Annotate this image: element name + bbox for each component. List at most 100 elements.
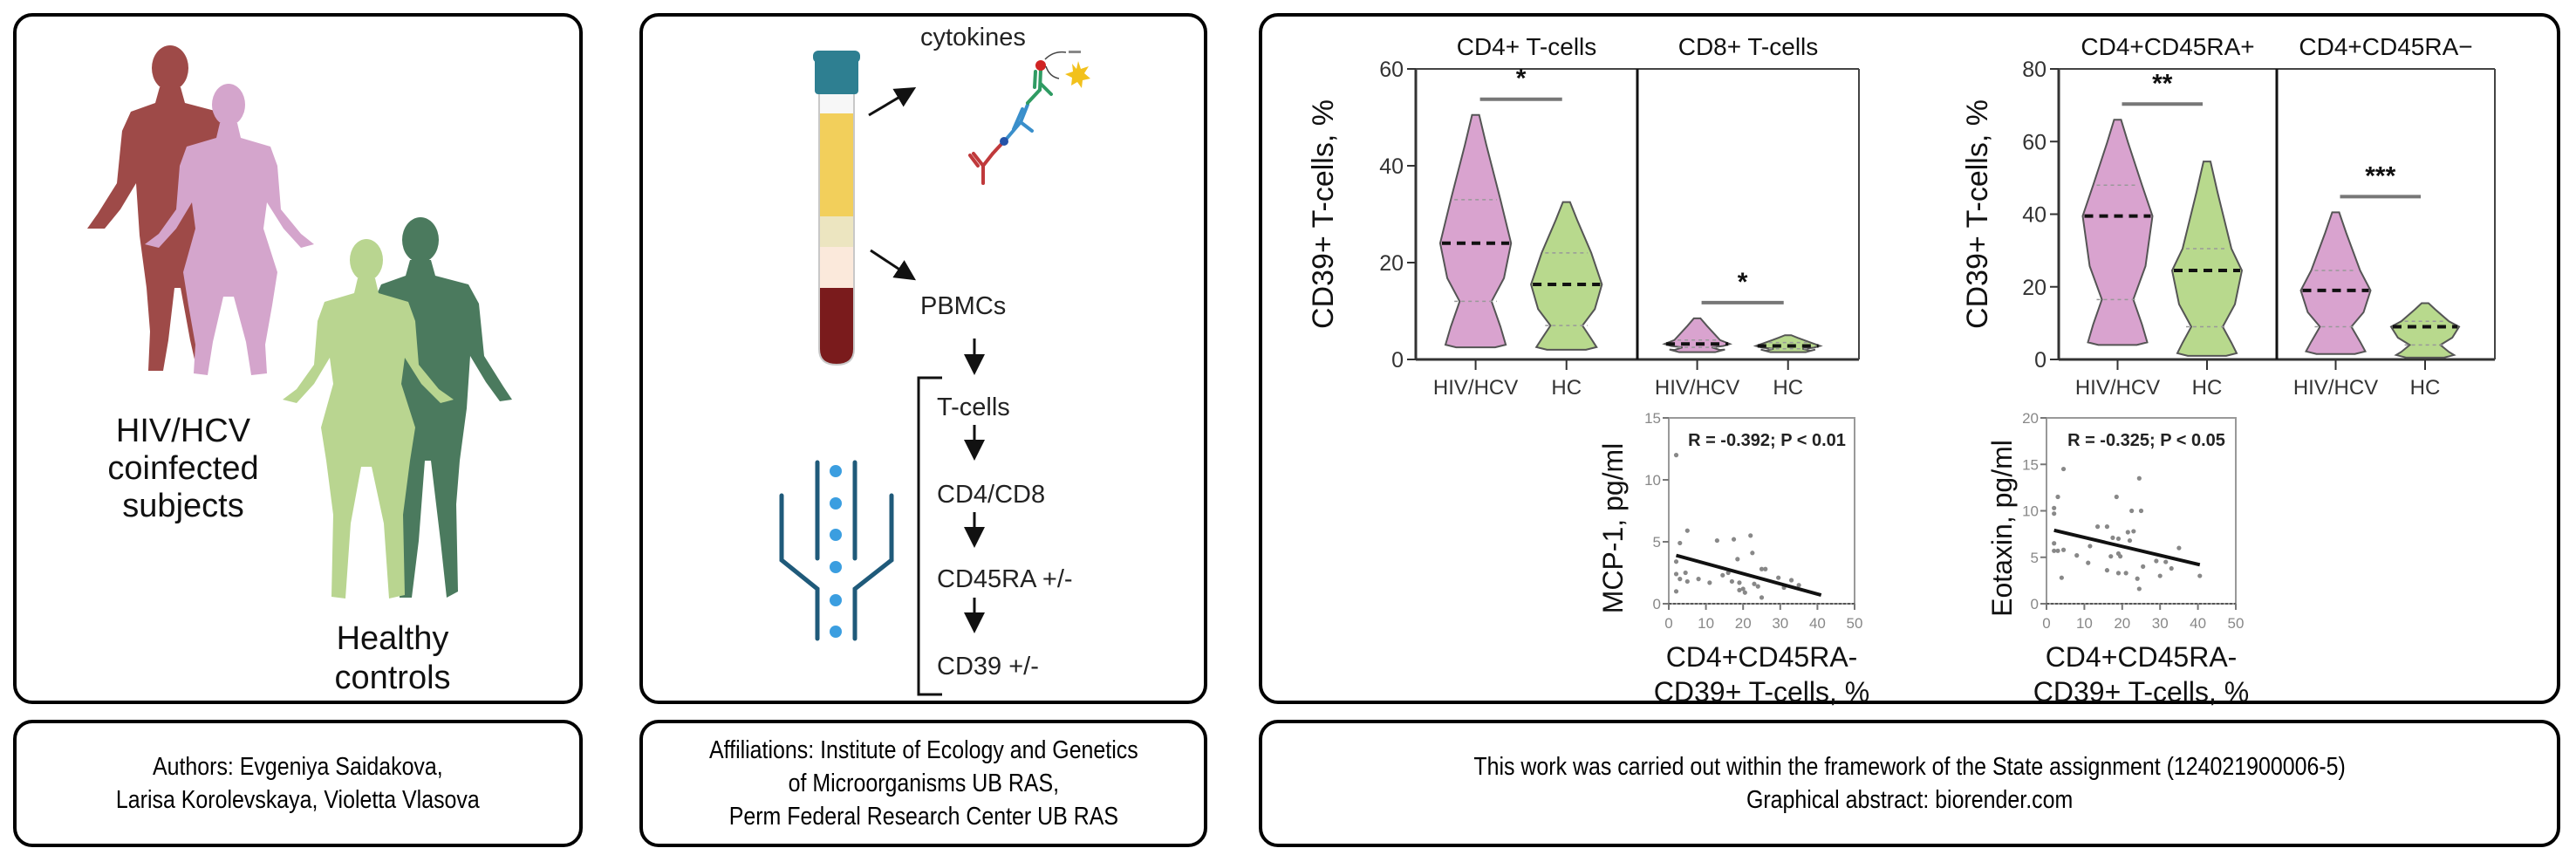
hiv-label-line1: HIV/HCV bbox=[116, 413, 251, 449]
gating-bracket bbox=[917, 376, 942, 696]
y-tick-label: 0 bbox=[1391, 348, 1404, 373]
x-tick-label: 30 bbox=[2152, 615, 2169, 632]
x-tick-label: 30 bbox=[1772, 615, 1788, 632]
data-point bbox=[2052, 511, 2057, 516]
data-point bbox=[1684, 528, 1690, 533]
data-point bbox=[2169, 565, 2174, 571]
y-tick-label: 80 bbox=[2022, 58, 2046, 82]
data-point bbox=[1707, 580, 1712, 585]
data-point bbox=[2055, 494, 2060, 500]
data-point bbox=[2157, 573, 2163, 578]
violin-hc bbox=[1753, 334, 1823, 353]
data-point bbox=[2114, 494, 2119, 500]
data-point bbox=[1750, 551, 1755, 556]
x-tick-label: 10 bbox=[1698, 615, 1714, 632]
x-tick-label: HIV/HCV bbox=[1655, 376, 1739, 400]
violin-hc bbox=[2389, 302, 2461, 359]
data-point bbox=[1729, 578, 1735, 585]
x-tick-label: 50 bbox=[1847, 615, 1863, 632]
data-point bbox=[2086, 560, 2091, 565]
significance-marker: *** bbox=[2365, 161, 2395, 190]
data-point bbox=[2163, 559, 2169, 564]
x-tick-label: HC bbox=[2192, 376, 2223, 400]
significance-marker: * bbox=[1516, 65, 1527, 93]
y-tick-label: 20 bbox=[2022, 410, 2039, 427]
step-label: CD39 +/- bbox=[937, 653, 1039, 681]
data-point bbox=[2094, 524, 2101, 530]
cell-dots-icon bbox=[830, 465, 842, 638]
authors-line: Larisa Korolevskaya, Violetta Vlasova bbox=[116, 786, 480, 814]
hc-female-figure-icon bbox=[283, 239, 454, 598]
data-point bbox=[1740, 586, 1746, 592]
data-point bbox=[1684, 578, 1690, 585]
data-point bbox=[2118, 554, 2123, 559]
x-tick-label: 10 bbox=[2076, 615, 2093, 632]
data-point bbox=[2136, 475, 2142, 481]
significance-marker: ** bbox=[2152, 69, 2173, 98]
data-point bbox=[2197, 573, 2203, 578]
y-tick-label: 5 bbox=[2031, 550, 2039, 566]
data-point bbox=[2135, 576, 2140, 581]
data-point bbox=[1776, 575, 1781, 580]
affiliations-line: Perm Federal Research Center UB RAS bbox=[728, 803, 1118, 831]
data-point bbox=[2115, 536, 2122, 542]
authors-box: Authors: Evgeniya Saidakova, Larisa Koro… bbox=[13, 720, 583, 847]
y-tick-label: 0 bbox=[1653, 596, 1661, 612]
y-axis-label: CD39+ T-cells, % bbox=[1961, 99, 1994, 329]
data-point bbox=[2141, 564, 2146, 570]
y-tick-label: 10 bbox=[2022, 503, 2039, 520]
data-point bbox=[1742, 590, 1747, 595]
y-tick-label: 0 bbox=[2031, 596, 2039, 612]
data-point bbox=[1735, 557, 1740, 562]
data-point bbox=[1759, 566, 1765, 571]
hc-label-line1: Healthy bbox=[337, 620, 449, 657]
authors-line: Authors: Evgeniya Saidakova, bbox=[153, 753, 443, 781]
data-point bbox=[2138, 508, 2144, 514]
blood-tube-icon bbox=[813, 51, 860, 366]
data-point bbox=[1737, 580, 1742, 585]
data-point bbox=[1759, 595, 1765, 600]
y-tick-label: 10 bbox=[1644, 472, 1661, 489]
hiv-label-line2: coinfected bbox=[107, 450, 258, 487]
violin-hc bbox=[1530, 201, 1603, 351]
data-point bbox=[2127, 537, 2133, 544]
data-point bbox=[1677, 540, 1683, 546]
x-tick-label: 20 bbox=[2114, 615, 2130, 632]
y-tick-label: 5 bbox=[1653, 534, 1661, 551]
facet-title: CD8+ T-cells bbox=[1678, 33, 1819, 60]
data-point bbox=[2176, 545, 2182, 551]
data-point bbox=[1731, 537, 1737, 542]
hiv-female-figure-icon bbox=[145, 84, 314, 375]
data-point bbox=[1673, 559, 1679, 564]
x-tick-label: HIV/HCV bbox=[1433, 376, 1518, 400]
x-tick-label: 50 bbox=[2228, 615, 2245, 632]
y-tick-label: 15 bbox=[1644, 410, 1661, 427]
data-point bbox=[1748, 533, 1753, 538]
violin-hc bbox=[2170, 161, 2244, 357]
y-tick-label: 0 bbox=[2034, 348, 2046, 373]
affiliations-line: of Microorganisms UB RAS, bbox=[788, 770, 1059, 797]
correlation-annotation: R = -0.325; P < 0.05 bbox=[2067, 431, 2225, 450]
data-point bbox=[1673, 453, 1679, 458]
data-point bbox=[2074, 553, 2080, 558]
cohorts-illustration: HIV/HCV coinfected subjects Healthy cont… bbox=[87, 45, 512, 696]
correlation-annotation: R = -0.392; P < 0.01 bbox=[1688, 431, 1846, 450]
data-point bbox=[2123, 571, 2128, 576]
data-point bbox=[1696, 577, 1701, 582]
affiliations-box: Affiliations: Institute of Ecology and G… bbox=[639, 720, 1207, 847]
x-axis-label: CD4+CD45RA- bbox=[2046, 641, 2238, 673]
facet-title: CD4+CD45RA− bbox=[2299, 33, 2472, 60]
y-axis-label: Eotaxin, pg/ml bbox=[1986, 440, 2018, 617]
data-point bbox=[2125, 530, 2130, 535]
y-tick-label: 20 bbox=[1379, 251, 1404, 276]
data-point bbox=[2052, 548, 2057, 553]
step-label: CD4/CD8 bbox=[937, 481, 1045, 509]
hc-label-line2: controls bbox=[334, 660, 450, 696]
data-point bbox=[2131, 529, 2136, 534]
x-tick-label: HIV/HCV bbox=[2293, 376, 2378, 400]
regression-line bbox=[1675, 553, 1822, 597]
data-point bbox=[1677, 577, 1683, 582]
data-point bbox=[2104, 568, 2110, 573]
data-point bbox=[2115, 571, 2122, 576]
arrow-to-pbmc-icon bbox=[870, 249, 917, 281]
